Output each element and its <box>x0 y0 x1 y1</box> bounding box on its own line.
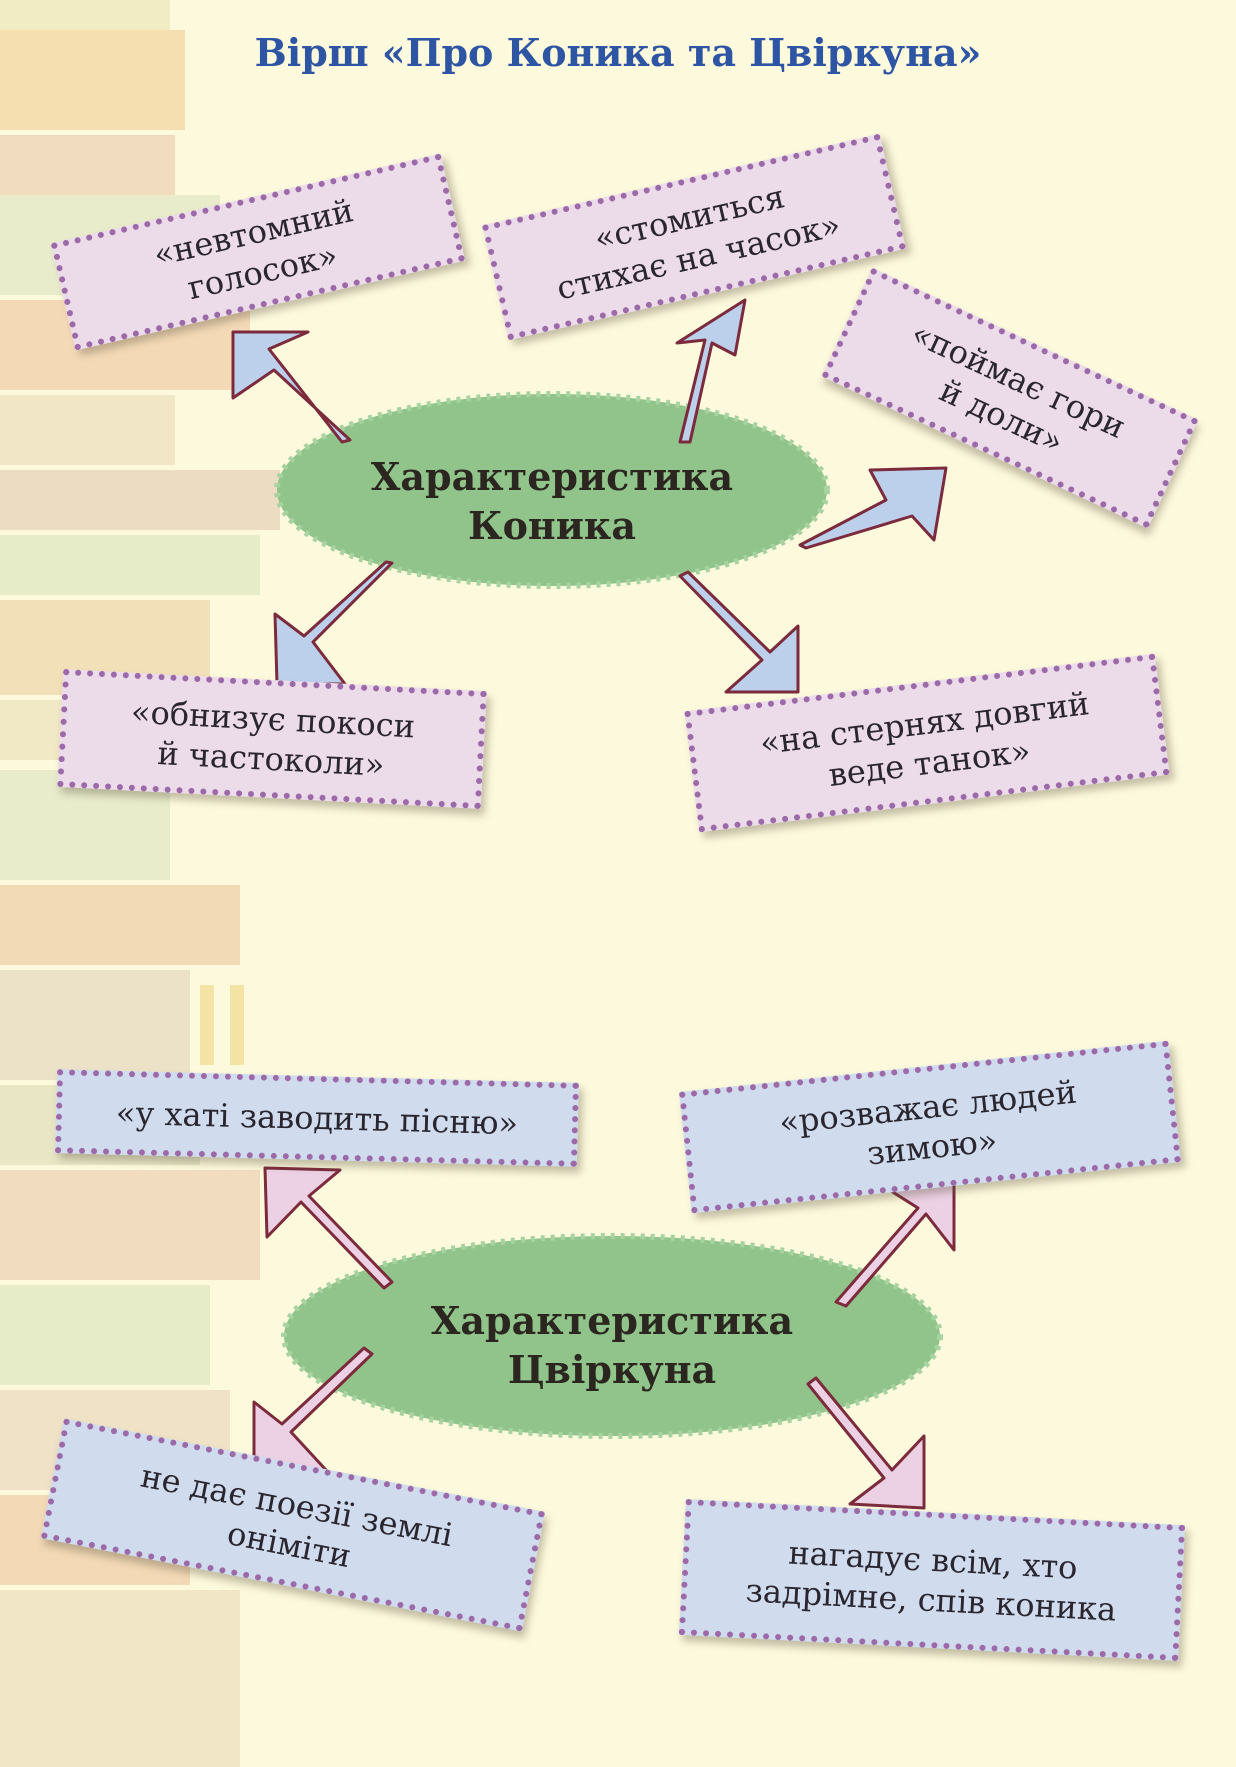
trait-card-mowed-fields: «обнизує покоси й частоколи» <box>57 668 487 810</box>
arrow-to-trait-5 <box>678 570 800 694</box>
arrow-to-trait-1 <box>231 330 352 444</box>
grasshopper-center-label: Характеристика Коника <box>370 454 734 549</box>
cricket-center-label: Характеристика Цвіркуна <box>430 1298 794 1393</box>
arrow-to-cricket-trait-2 <box>834 1178 956 1308</box>
arrow-to-trait-4 <box>273 560 394 686</box>
arrow-to-cricket-trait-1 <box>263 1166 394 1290</box>
page-title: Вірш «Про Коника та Цвіркуна» <box>254 30 982 75</box>
arrow-to-cricket-trait-4 <box>806 1376 926 1510</box>
ellipse-cricket <box>281 1233 943 1439</box>
cricket-card-reminds-song: нагадує всім, хто задрімне, спів коника <box>678 1499 1186 1661</box>
arrow-to-trait-3 <box>798 466 948 550</box>
arrow-to-cricket-trait-3 <box>252 1346 374 1474</box>
cricket-card-sings-at-home: «у хаті заводить пісню» <box>54 1069 580 1167</box>
arrow-to-trait-2 <box>675 298 747 444</box>
